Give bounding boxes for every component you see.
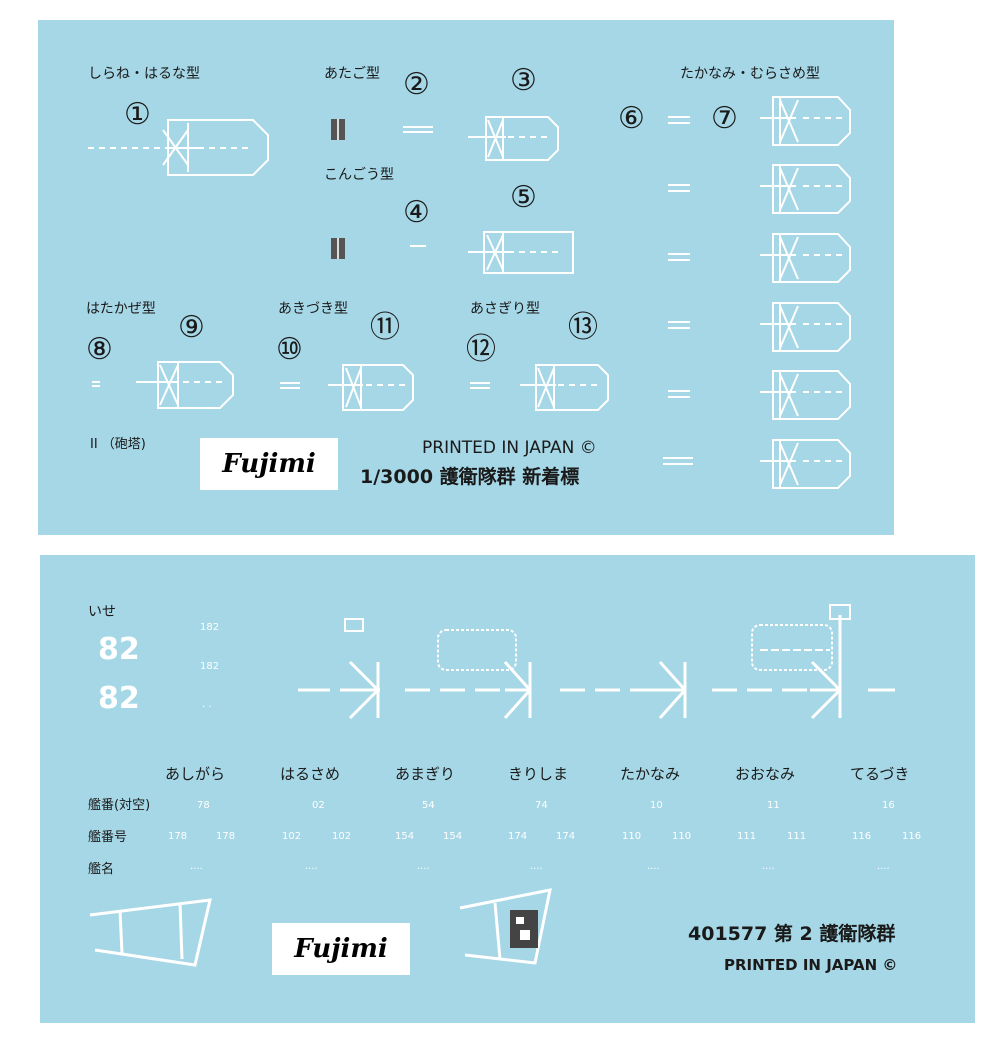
anti-air-number-takanami: 10 (650, 800, 663, 811)
decal-number-12: ⑫ (466, 332, 496, 367)
ship-name-teruzuki: てるづき (850, 765, 910, 783)
anti-air-number-ashigara: 78 (197, 800, 210, 811)
class-label-akizuki: あきづき型 (278, 301, 348, 317)
ladder-decal-right (459, 888, 552, 965)
hull-number-harusame-b: 102 (332, 831, 352, 842)
ship-label-ise: いせ (88, 604, 116, 620)
hull-number-amagiri-a: 154 (395, 831, 415, 842)
class-label-hatakaze: はたかぜ型 (86, 301, 156, 317)
class-label-kongou: こんごう型 (324, 167, 394, 183)
decal-number-9: ⑨ (178, 310, 205, 345)
ship-name-amagiri: あまぎり (395, 765, 456, 783)
decal-sheet-top: しらね・はるな型 あたご型 こんごう型 たかなみ・むらさめ型 はたかぜ型 あきづ… (38, 20, 894, 535)
printed-in-japan-bottom: PRINTED IN JAPAN © (724, 956, 898, 974)
hull-number-ashigara-a: 178 (168, 831, 188, 842)
bridge-window-decal (510, 910, 538, 948)
ladder-decal-left (89, 898, 212, 967)
anti-air-number-teruzuki: 16 (882, 800, 895, 811)
name-decal-oonami: ···· (762, 864, 775, 875)
bottom-sheet-artwork (89, 604, 895, 967)
hull-number-big-1: 82 (98, 632, 140, 667)
ship-name-harusame: はるさめ (280, 765, 341, 783)
decal-sheet-bottom: いせ 82 82 182 182 · · あしがら はるさめ あまぎり きりしま… (40, 555, 975, 1023)
decal-number-13: ⑬ (568, 310, 598, 345)
name-decal-kirishima: ···· (530, 864, 543, 875)
deck-mark-13 (520, 364, 609, 411)
hull-number-takanami-b: 110 (672, 831, 692, 842)
anti-air-number-oonami: 11 (767, 800, 780, 811)
hull-number-harusame-a: 102 (282, 831, 302, 842)
elevator-outlines (344, 604, 851, 671)
deck-mark-5 (468, 231, 574, 274)
hull-number-big-2: 82 (98, 681, 140, 716)
hull-number-kirishima-b: 174 (556, 831, 576, 842)
class-label-atago: あたご型 (324, 66, 380, 82)
hull-number-teruzuki-b: 116 (902, 831, 922, 842)
decal-number-11: ⑪ (370, 310, 400, 345)
anti-air-number-harusame: 02 (312, 800, 325, 811)
fujimi-logo-bottom: Fujimi (272, 923, 410, 975)
decal-number-6: ⑥ (618, 101, 645, 136)
anti-air-number-amagiri: 54 (422, 800, 435, 811)
turret-note: II （砲塔) (90, 437, 146, 452)
decal-number-10: ⑩ (276, 332, 303, 367)
printed-in-japan-top: PRINTED IN JAPAN © (422, 438, 597, 458)
class-label-takanami: たかなみ・むらさめ型 (680, 66, 820, 82)
row-label-ship-name: 艦名 (88, 862, 115, 877)
anti-air-number-kirishima: 74 (535, 800, 548, 811)
hull-number-oonami-a: 111 (737, 831, 757, 842)
decal-number-8: ⑧ (86, 332, 113, 367)
class-label-asagiri: あさぎり型 (470, 301, 540, 317)
class-label-shirane: しらね・はるな型 (88, 66, 200, 82)
product-code: 401577 第 2 護衛隊群 (688, 923, 896, 945)
hull-number-kirishima-a: 174 (508, 831, 528, 842)
decal-number-5: ⑤ (510, 180, 537, 215)
sheet-title: 1/3000 護衛隊群 新着標 (360, 466, 580, 488)
name-decal-takanami: ···· (647, 864, 660, 875)
hull-number-small-3: · · (202, 702, 212, 713)
name-decal-ashigara: ···· (190, 864, 203, 875)
ship-name-kirishima: きりしま (508, 765, 569, 783)
deck-mark-11 (328, 364, 414, 411)
hull-number-amagiri-b: 154 (443, 831, 463, 842)
decal-number-2: ② (403, 67, 430, 102)
decal-number-4: ④ (403, 195, 430, 230)
deck-mark-3 (468, 116, 559, 161)
deck-mark-1 (88, 119, 269, 176)
hull-number-small-2: 182 (200, 661, 220, 672)
ship-name-oonami: おおなみ (735, 765, 796, 783)
hull-number-takanami-a: 110 (622, 831, 642, 842)
ship-name-takanami: たかなみ (620, 765, 681, 783)
hull-number-teruzuki-a: 116 (852, 831, 872, 842)
hull-number-small-1: 182 (200, 622, 220, 633)
row-label-hull-number: 艦番号 (88, 830, 128, 845)
decal-number-7: ⑦ (711, 101, 738, 136)
name-decal-harusame: ···· (305, 864, 318, 875)
row-label-anti-air: 艦番(対空) (88, 798, 151, 813)
name-decal-teruzuki: ···· (877, 864, 890, 875)
decal-number-1: ① (124, 97, 151, 132)
hull-number-ashigara-b: 178 (216, 831, 236, 842)
deck-mark-9 (136, 361, 234, 409)
hull-number-oonami-b: 111 (787, 831, 807, 842)
fujimi-logo-top: Fujimi (200, 438, 338, 490)
flight-deck-line (298, 615, 895, 720)
ship-name-ashigara: あしがら (165, 765, 226, 783)
turret-decals (331, 119, 345, 259)
name-decal-amagiri: ···· (417, 864, 430, 875)
decal-number-3: ③ (510, 63, 537, 98)
deck-mark-7-column (760, 96, 851, 489)
